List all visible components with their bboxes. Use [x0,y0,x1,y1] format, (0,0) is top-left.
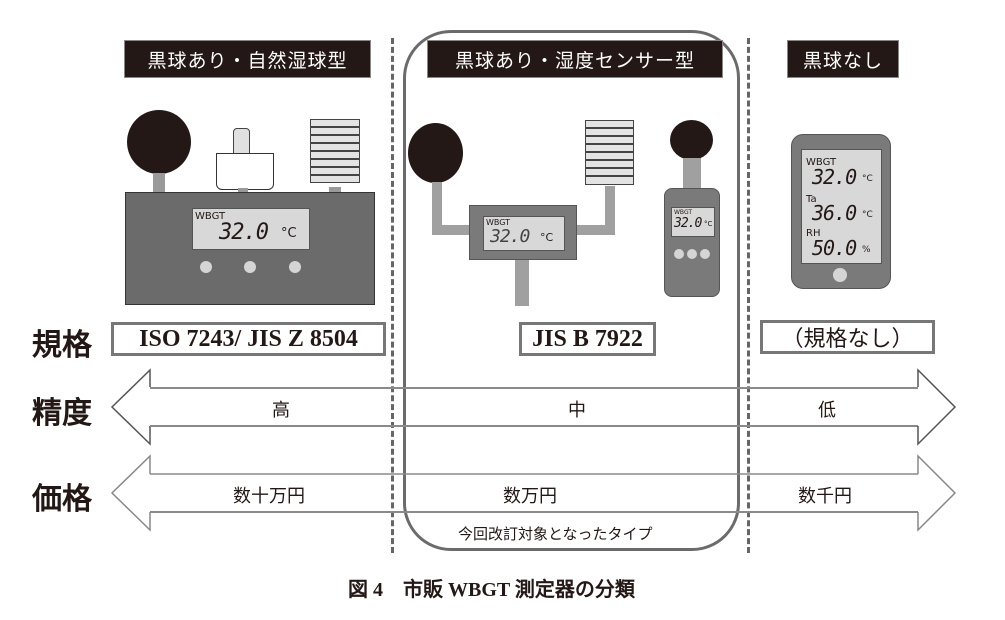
radiation-shield-icon [310,119,360,187]
device-button [674,249,684,259]
lcd-unit-rh: % [862,245,871,255]
lcd-unit-wbgt: °C [862,174,873,184]
highlight-frame [403,30,740,551]
price-arrow-left-head [110,454,151,532]
black-globe-icon [408,123,463,183]
wet-bulb-stem [238,188,248,193]
lcd-value: 32.0 [219,220,269,245]
shield-stem [329,187,341,193]
shield-arm [575,225,615,235]
black-globe-icon [127,110,191,174]
column-divider-1 [391,38,394,553]
accuracy-value-low: 低 [818,400,836,421]
lcd-unit: °C [704,220,713,228]
row-label-price: 価格 [32,482,92,517]
lcd-unit: °C [281,226,297,241]
row-label-accuracy: 精度 [32,396,92,431]
black-globe-icon [670,120,713,160]
shield-arm [605,186,615,235]
category-text: 黒球あり・湿度センサー型 [454,49,695,72]
lcd-unit: °C [540,231,554,244]
price-arrow-right-head [917,454,957,532]
device-button [687,249,697,259]
home-button [833,268,847,282]
price-value-low: 数千円 [798,486,852,507]
category-text: 黒球あり・自然湿球型 [147,49,348,72]
device-button [289,261,301,273]
lcd-display: WBGT 32.0 °C [192,208,310,250]
device-natural-wet-bulb: WBGT 32.0 °C [125,105,377,305]
device-button [200,261,212,273]
lcd-label-rh: RH [806,228,821,239]
globe-arm [432,182,442,235]
wet-bulb-reservoir-icon [216,153,274,190]
accuracy-arrow-right-head [917,368,957,446]
lcd-label-ta: Ta [806,194,817,205]
lcd-label-wbgt: WBGT [806,157,837,168]
accuracy-value-high: 高 [272,400,290,421]
figure-caption: 図 4 市販 WBGT 測定器の分類 [348,579,635,601]
lcd-display: WBGT 32.0 °C [671,207,715,237]
globe-stem [153,173,165,192]
sensor-neck [683,158,701,190]
device-no-globe: WBGT 32.0 °C Ta 36.0 °C RH 50.0 % [791,134,891,289]
accuracy-value-medium: 中 [568,400,586,421]
lcd-value: 32.0 [674,216,702,231]
category-label-natural-wet-bulb: 黒球あり・自然湿球型 [125,41,370,77]
radiation-shield-icon [585,120,634,186]
standard-box-none: （規格なし） [760,320,935,354]
accuracy-arrow-left-head [110,368,151,446]
lcd-label: WBGT [486,218,511,227]
lcd-value-wbgt: 32.0 [812,165,857,189]
device-sensor-handheld: WBGT 32.0 °C [663,118,723,300]
column-divider-2 [747,38,750,553]
category-label-humidity-sensor: 黒球あり・湿度センサー型 [428,41,722,77]
lcd-display: WBGT 32.0 °C [483,216,565,251]
globe-arm [432,225,472,235]
device-body: WBGT 32.0 °C [469,205,577,260]
standard-text: JIS B 7922 [532,325,643,352]
price-value-medium: 数万円 [503,486,557,507]
highlight-note: 今回改訂対象となったタイプ [458,525,653,543]
standard-box-iso: ISO 7243/ JIS Z 8504 [111,322,386,356]
price-value-high: 数十万円 [233,486,305,507]
lcd-display: WBGT 32.0 °C Ta 36.0 °C RH 50.0 % [801,149,882,264]
standard-text: ISO 7243/ JIS Z 8504 [139,325,358,352]
device-button [700,249,710,259]
row-label-standard: 規格 [32,328,92,363]
standard-text: （規格なし） [781,327,914,352]
category-text: 黒球なし [802,49,883,72]
lcd-value-rh: 50.0 [812,236,857,260]
lcd-label: WBGT [195,211,226,222]
category-label-no-globe: 黒球なし [788,41,898,77]
lcd-value: 32.0 [490,226,530,247]
lcd-unit-ta: °C [862,210,873,220]
mount-pole [515,260,529,306]
standard-box-jis-b: JIS B 7922 [519,322,656,356]
device-body: WBGT 32.0 °C [125,192,375,305]
device-body: WBGT 32.0 °C [664,188,720,297]
device-sensor-fixed: WBGT 32.0 °C [405,115,645,310]
lcd-value-ta: 36.0 [812,201,857,225]
lcd-label: WBGT [674,209,693,216]
device-button [244,261,256,273]
